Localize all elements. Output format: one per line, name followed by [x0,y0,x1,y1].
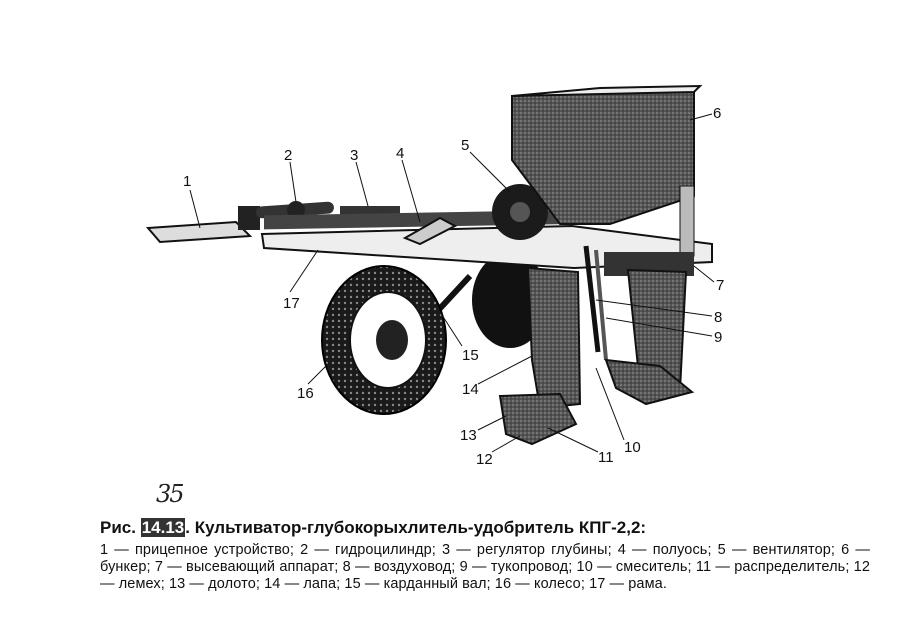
share-right [604,358,695,406]
fertilizer-tube [594,249,608,361]
caption-title-text: . Культиватор-глубокорыхлитель-удобрител… [185,518,647,537]
label-13: 13 [460,427,477,444]
handwritten-page-number: 35 [156,480,185,508]
share-left [498,392,578,446]
bunker-lid [511,84,703,97]
label-6: 6 [713,105,721,122]
caption-prefix: Рис. [100,518,136,537]
label-16: 16 [297,385,314,402]
air-duct [583,245,601,353]
half-axle [402,216,458,246]
support-post [679,185,695,257]
label-4: 4 [396,145,404,162]
hitch-block [238,206,260,230]
label-11: 11 [598,449,614,466]
label-14: 14 [462,381,479,398]
label-8: 8 [714,309,722,326]
shank-left [526,266,582,410]
depth-regulator [340,206,400,215]
struck-figure-number: 14.13 [140,518,186,537]
frame [260,224,713,270]
caption-legend: 1 — прицепное устройство; 2 — гидроцилин… [100,542,870,592]
cylinder-end [287,201,305,219]
label-1: 1 [183,173,191,190]
machine-illustration: 1 2 3 4 5 6 7 8 9 10 11 12 13 14 15 16 1… [145,84,724,468]
caption-title: Рис. 14.13. Культиватор-глубокорыхлитель… [100,518,870,538]
label-5: 5 [461,137,469,154]
leader-lines [189,113,715,453]
label-17: 17 [283,295,300,312]
label-15: 15 [462,347,479,364]
label-3: 3 [350,147,358,164]
wheel-hub [376,320,408,360]
label-7: 7 [716,277,724,294]
label-12: 12 [476,451,493,468]
frame-bar [264,210,564,230]
label-9: 9 [714,329,722,346]
figure-caption: Рис. 14.13. Культиватор-глубокорыхлитель… [100,518,870,593]
label-2: 2 [284,147,292,164]
label-10: 10 [624,439,641,456]
hitch-plate [145,220,253,244]
fan-hub [510,202,530,222]
